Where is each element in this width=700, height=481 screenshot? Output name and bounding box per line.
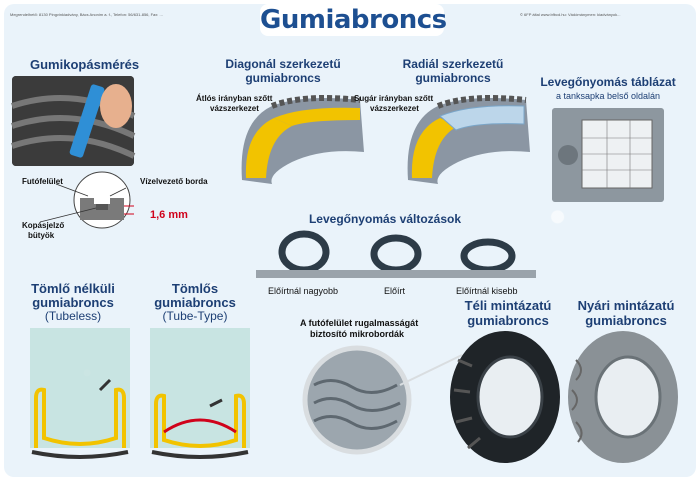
radial-caption-1: Sugár irányban szőtt bbox=[354, 94, 434, 103]
pressure-changes-title: Levegőnyomás változások bbox=[308, 212, 462, 226]
radial-tire-icon bbox=[407, 95, 530, 184]
tubeless-title-1: Tömlő nélküli bbox=[31, 281, 115, 296]
copyright-note: © 6FP által www.bfbcd.hu: Vádómánymen: k… bbox=[520, 12, 621, 17]
pressure-table-subtitle: a tanksapka belső oldalán bbox=[555, 91, 661, 101]
diagonal-caption-2: vázszerkezet bbox=[210, 104, 259, 113]
publisher-note: Megrendelhető: 8130 Pingvinkiadvány, Bác… bbox=[10, 12, 163, 17]
label-depth: 1,6 mm bbox=[150, 209, 188, 221]
pressure-table-photo bbox=[552, 108, 664, 202]
diagonal-title-2: gumiabroncs bbox=[245, 71, 321, 85]
fuel-cap-label-icon bbox=[552, 108, 664, 202]
winter-title-1: Téli mintázatú bbox=[464, 298, 552, 313]
tread-gauge-photo bbox=[11, 76, 136, 166]
radial-title-1: Radiál szerkezetű bbox=[402, 57, 504, 71]
tire-correct bbox=[352, 234, 442, 278]
winter-tire-icon bbox=[450, 331, 560, 463]
summer-title-2: gumiabroncs bbox=[585, 313, 667, 328]
tire-over-inflated bbox=[256, 230, 352, 278]
tubeless-subtitle: (Tubeless) bbox=[44, 309, 102, 323]
pressure-over-label: Előírtnál nagyobb bbox=[268, 286, 339, 296]
pressure-changes-diagram bbox=[256, 230, 536, 278]
tube-type-cross-section-icon bbox=[150, 328, 250, 459]
diagonal-caption-1: Átlós irányban szőtt bbox=[196, 94, 273, 103]
winter-title-2: gumiabroncs bbox=[467, 313, 549, 328]
tube-type-title-1: Tömlős bbox=[171, 281, 219, 296]
tread-measure-title: Gumikopásmérés bbox=[30, 57, 140, 72]
microribs-zoom-icon bbox=[302, 345, 463, 455]
tube-type-subtitle: (Tube-Type) bbox=[162, 309, 228, 323]
tread-gauge-icon bbox=[11, 76, 136, 166]
label-indicator-1: Kopásjelző bbox=[22, 221, 65, 230]
pressure-under-label: Előírtnál kisebb bbox=[456, 286, 518, 296]
summer-title-1: Nyári mintázatú bbox=[577, 298, 675, 313]
tubeless-cross-section-icon bbox=[30, 328, 130, 459]
microribs-text-2: biztosító mikrobordák bbox=[310, 329, 405, 339]
diagonal-title-1: Diagonál szerkezetű bbox=[225, 57, 341, 71]
radial-title-2: gumiabroncs bbox=[415, 71, 491, 85]
pressure-table-title: Levegőnyomás táblázat bbox=[540, 75, 676, 89]
tire-under-inflated bbox=[442, 238, 536, 278]
diagonal-tire-icon bbox=[241, 95, 364, 184]
label-surface: Futófelület bbox=[22, 177, 63, 186]
radial-caption-2: vázszerkezet bbox=[370, 104, 419, 113]
summer-tire-icon bbox=[568, 331, 678, 463]
label-water-groove: Vízelvezető borda bbox=[140, 177, 208, 186]
microribs-text-1: A futófelület rugalmasságát bbox=[300, 318, 419, 328]
page-title: Gumiabroncs bbox=[260, 4, 447, 36]
label-indicator-2: bütyök bbox=[28, 231, 55, 240]
tread-depth-diagram bbox=[39, 171, 134, 229]
pressure-correct-label: Előírt bbox=[384, 286, 406, 296]
tubeless-title-2: gumiabroncs bbox=[32, 295, 114, 310]
tube-type-title-2: gumiabroncs bbox=[154, 295, 236, 310]
